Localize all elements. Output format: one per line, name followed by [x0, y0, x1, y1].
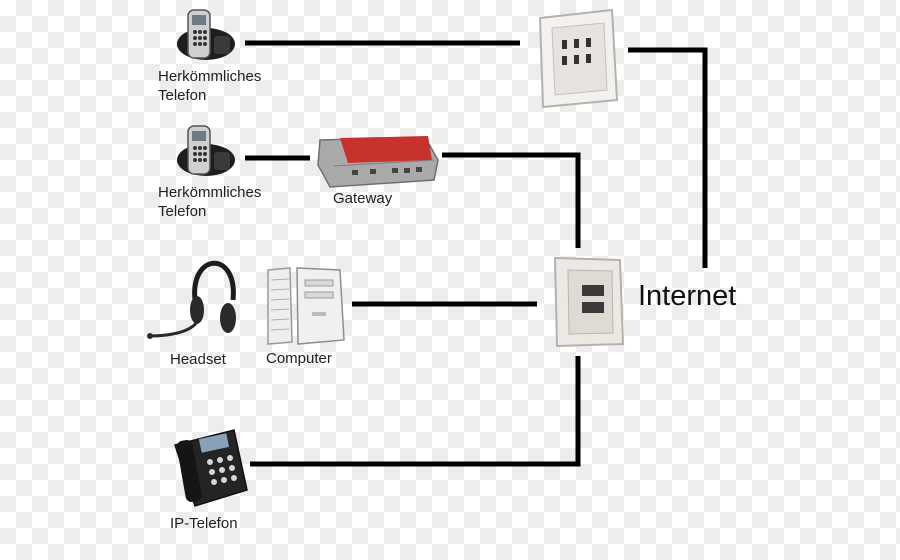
headset [147, 260, 236, 339]
internet-label: Internet [638, 280, 737, 312]
cordless-phone-2 [177, 125, 235, 176]
phone1-label: Herkömmliches Telefon [158, 68, 262, 104]
gateway-label: Gateway [333, 190, 393, 207]
cordless-phone-1 [177, 9, 235, 60]
computer [267, 267, 345, 345]
phone2-label: Herkömmliches Telefon [158, 184, 262, 220]
ip-phone [174, 429, 248, 507]
line-gateway-to-socket [442, 152, 581, 248]
computer-label: Computer [266, 350, 332, 367]
ip-phone-label: IP-Telefon [170, 515, 238, 532]
headset-label: Headset [170, 351, 226, 368]
gateway-router [317, 136, 439, 188]
connection-lines [245, 40, 708, 467]
line-tae-to-internet [628, 47, 708, 268]
line-ipphone-to-socket [250, 356, 581, 467]
network-wall-socket [553, 256, 625, 348]
tae-wall-socket [538, 8, 619, 109]
